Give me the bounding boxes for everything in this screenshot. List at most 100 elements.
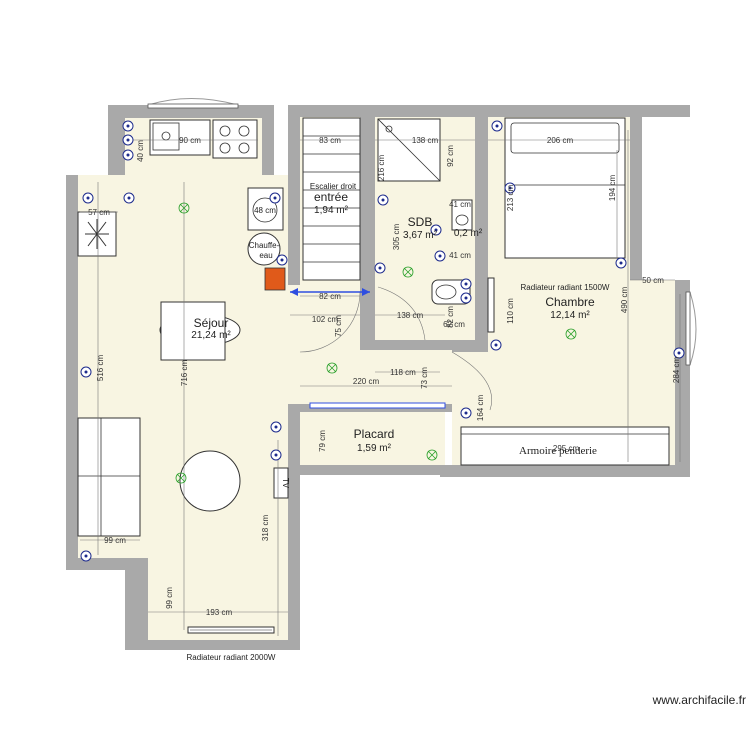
- dim-92: 92 cm: [446, 145, 455, 167]
- wardrobe-icon: [460, 426, 670, 466]
- dimension-labels: 90 cm 40 cm 57 cm 516 cm 716 cm 83 cm 21…: [88, 136, 681, 617]
- socket-icon: [122, 149, 134, 161]
- sockets: [80, 120, 685, 562]
- dim-83: 83 cm: [319, 136, 341, 145]
- dim-490: 490 cm: [620, 287, 629, 314]
- socket-icon: [460, 407, 472, 419]
- stove-icon: [212, 119, 258, 159]
- dim-295: 295 cm: [553, 444, 580, 453]
- room-area-chambre: 12,14 m²: [550, 310, 590, 321]
- dim-82b: 82 cm: [446, 306, 455, 328]
- dim-138b: 138 cm: [397, 311, 424, 320]
- room-name-sejour: Séjour: [194, 316, 229, 330]
- socket-icon: [82, 192, 94, 204]
- socket-icon: [80, 366, 92, 378]
- label-stairs: Escalier droit: [310, 182, 357, 191]
- dim-716: 716 cm: [180, 360, 189, 387]
- bathroom-fixtures: [377, 118, 473, 305]
- dim-213: 213 cm: [506, 185, 515, 212]
- dim-138a: 138 cm: [412, 136, 439, 145]
- socket-icon: [490, 339, 502, 351]
- dim-220: 220 cm: [353, 377, 380, 386]
- dim-62: 62 cm: [443, 320, 465, 329]
- socket-icon: [269, 192, 281, 204]
- socket-icon: [434, 250, 446, 262]
- light-icon: [175, 472, 187, 484]
- light-icon: [565, 328, 577, 340]
- label-tv: TV: [281, 478, 290, 489]
- socket-icon: [460, 292, 472, 304]
- kitchen: [149, 119, 258, 159]
- sofa-icon: [77, 417, 141, 537]
- radiator-bedroom-icon: [487, 277, 495, 333]
- light-icon: [178, 202, 190, 214]
- tv-icon: [273, 467, 289, 499]
- dim-110: 110 cm: [506, 298, 515, 324]
- room-area-entree: 1,94 m²: [314, 205, 349, 216]
- room-name-chambre: Chambre: [545, 295, 595, 309]
- dining-table-icon: [160, 301, 226, 361]
- label-wardrobe: Armoire penderie: [519, 445, 597, 457]
- dim-99a: 99 cm: [104, 536, 126, 545]
- dim-318: 318 cm: [261, 515, 270, 542]
- dim-57: 57 cm: [88, 208, 110, 217]
- dim-284: 284 cm: [672, 357, 681, 384]
- room-area-sdb: 3,67 m²: [403, 230, 438, 241]
- round-table-icon: [179, 450, 241, 512]
- stairs: [302, 117, 361, 281]
- dimension-lines: [80, 130, 681, 636]
- dim-164: 164 cm: [476, 395, 485, 422]
- light-icon: [402, 266, 414, 278]
- light-icon: [426, 449, 438, 461]
- windows: [147, 98, 697, 634]
- room-name-entree: entrée: [314, 190, 348, 204]
- water-heater-icon: [247, 232, 281, 266]
- socket-icon: [377, 194, 389, 206]
- socket-icon: [504, 182, 516, 194]
- room-name-placard: Placard: [354, 427, 395, 441]
- dim-99b: 99 cm: [165, 587, 174, 609]
- label-appliance-size: 48 cm: [254, 206, 276, 215]
- light-icon: [326, 362, 338, 374]
- dim-194: 194 cm: [608, 175, 617, 202]
- dim-40: 40 cm: [136, 140, 145, 162]
- socket-icon: [276, 254, 288, 266]
- socket-icon: [122, 120, 134, 132]
- dim-41b: 41 cm: [449, 251, 471, 260]
- label-water-heater-line1: Chauffe-: [249, 241, 280, 250]
- ceiling-lights: [175, 202, 577, 484]
- watermark: www.archifacile.fr: [652, 693, 746, 707]
- dim-102: 102 cm: [312, 315, 339, 324]
- socket-icon: [491, 120, 503, 132]
- socket-icon: [270, 421, 282, 433]
- room-area-placard: 1,59 m²: [357, 443, 392, 454]
- bedroom-furniture: [460, 117, 670, 466]
- socket-icon: [615, 257, 627, 269]
- room-name-sdb: SDB: [408, 215, 433, 229]
- dim-118: 118 cm: [390, 368, 416, 377]
- room-area-sejour: 21,24 m²: [191, 330, 231, 341]
- label-radiator-living: Radiateur radiant 2000W: [187, 653, 276, 662]
- dim-193: 193 cm: [206, 608, 233, 617]
- living-furniture: [77, 187, 289, 537]
- socket-icon: [123, 192, 135, 204]
- label-radiator-bedroom: Radiateur radiant 1500W: [521, 283, 610, 292]
- dim-305: 305 cm: [392, 224, 401, 251]
- dim-216: 216 cm: [377, 155, 386, 182]
- label-water-heater-line2: eau: [259, 251, 272, 260]
- bed-icon: [504, 117, 626, 259]
- dim-41a: 41 cm: [449, 200, 471, 209]
- dim-516: 516 cm: [96, 355, 105, 382]
- socket-icon: [270, 449, 282, 461]
- dim-82a: 82 cm: [319, 292, 341, 301]
- dim-79: 79 cm: [318, 430, 327, 452]
- dim-206: 206 cm: [547, 136, 574, 145]
- doors: [290, 286, 492, 411]
- dim-90: 90 cm: [179, 136, 201, 145]
- electrical-panel-icon: [264, 267, 286, 291]
- socket-icon: [460, 278, 472, 290]
- socket-icon: [122, 134, 134, 146]
- dim-75: 75 cm: [334, 315, 343, 337]
- room-area-wc: 0,2 m²: [454, 228, 483, 239]
